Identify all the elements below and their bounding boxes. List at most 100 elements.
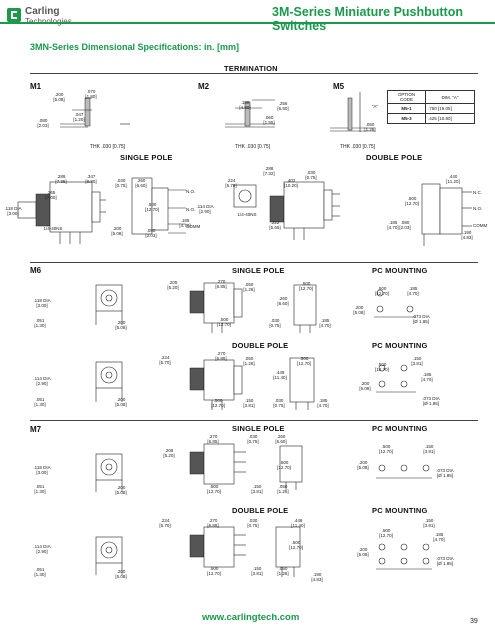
logo-mark-icon	[7, 8, 21, 22]
dim-label: .150 [3.81]	[251, 566, 263, 576]
label-m6: M6	[30, 266, 42, 275]
page-subtitle: 3MN-Series Dimensional Specifications: i…	[30, 42, 240, 52]
dim-label: .030 [0.75]	[269, 318, 281, 328]
terminal-label: N.O.	[186, 189, 196, 194]
dim-label: .200 [5.08]	[53, 92, 65, 102]
dim-label: .080 [2.03]	[37, 118, 49, 128]
label-m7: M7	[30, 425, 42, 434]
double-pole-top-drawing	[233, 184, 257, 208]
dim-label: "A"	[371, 104, 379, 109]
m7-single-end-drawing	[279, 445, 303, 490]
m5-terminal-drawing	[330, 92, 375, 132]
table-row: M5-1 .750 [19.05]	[387, 103, 476, 114]
dim-label: .114 DIA [2.90]	[33, 376, 51, 386]
termination-heading: TERMINATION	[224, 64, 278, 73]
dim-label: .188 [4.80]	[239, 100, 251, 110]
dim-label: .500 [12.70]	[145, 202, 159, 212]
dim-label: .185 [4.70]	[421, 372, 433, 382]
dim-label: .051 [1.30]	[34, 397, 46, 407]
m6-double-drawings	[95, 357, 416, 410]
dim-label: 1/4-40NS	[237, 212, 257, 217]
dim-label: .449 [11.40]	[291, 518, 305, 528]
dim-label: .500 [12.70]	[207, 484, 221, 494]
dim-label: .185 [4.70]	[433, 532, 445, 542]
m6-double-end-drawing	[289, 357, 315, 410]
m7-rule	[30, 420, 478, 421]
dim-label: .051 [1.30]	[34, 318, 46, 328]
dim-label: .080 [2.03]	[399, 220, 411, 230]
dim-label: .150 [3.81]	[423, 444, 435, 454]
dim-label: .030 [0.75]	[305, 170, 317, 180]
dim-label: .118 DIA [3.00]	[33, 465, 51, 475]
m6-single-heading: SINGLE POLE	[232, 266, 285, 275]
dim-label: .030 [0.75]	[247, 518, 259, 528]
dim-label: .200 [5.08]	[115, 320, 127, 330]
dim-label: .150 [3.81]	[251, 484, 263, 494]
double-pole-heading: DOUBLE POLE	[366, 153, 423, 162]
label-m2: M2	[198, 82, 210, 91]
dim-label: .200 [5.08]	[115, 569, 127, 579]
dim-label: .150 [3.81]	[243, 398, 255, 408]
brand-logo: Carling Technologies	[6, 4, 86, 32]
dim-label: .270 [6.85]	[215, 351, 227, 361]
dim-label: .190 [4.83]	[311, 572, 323, 582]
dim-label: .050 [1.26]	[243, 282, 255, 292]
dim-label: .270 [6.85]	[207, 518, 219, 528]
m7-double-pc-heading: PC MOUNTING	[372, 506, 428, 515]
dim-label: .185 [4.70]	[387, 220, 399, 230]
single-pole-side-drawing	[17, 181, 106, 244]
m6-single-drawings	[95, 282, 416, 333]
m7-double-pc-drawing	[376, 543, 432, 570]
dim-label: .114 DIA [2.90]	[33, 544, 51, 554]
dim-label: .270 [6.85]	[215, 279, 227, 289]
dim-label: .185 [4.70]	[317, 398, 329, 408]
m7-single-side-drawing	[189, 443, 246, 485]
dim-label: .080 [2.03]	[145, 228, 157, 238]
dim-label: .500 [12.70]	[299, 281, 313, 291]
dim-label: .114 DIA [2.90]	[196, 204, 214, 214]
m7-front-drawing	[95, 453, 123, 492]
double-pole-front-drawing	[421, 183, 472, 246]
dim-label: .224 [5.70]	[159, 518, 171, 528]
dim-label: .205 [5.20]	[163, 448, 175, 458]
m7-single-pc-heading: PC MOUNTING	[372, 424, 428, 433]
m7-double-side-drawing	[189, 526, 246, 568]
dim-label: .030 [0.75]	[247, 434, 259, 444]
dim-label: .260 [6.60]	[275, 434, 287, 444]
table-cell: M5-3	[387, 113, 426, 124]
dim-label: .200 [5.08]	[357, 460, 369, 470]
thk-label: THK .030 [0.75]	[235, 144, 271, 150]
table-cell: .425 [10.80]	[424, 113, 476, 124]
footer-url[interactable]: www.carlingtech.com	[202, 612, 300, 623]
table-cell: M5-1	[387, 103, 426, 114]
dim-label: .449 [11.40]	[273, 370, 287, 380]
terminal-label: COMM	[473, 223, 488, 228]
dim-label: .288 [7.32]	[263, 166, 275, 176]
label-m1: M1	[30, 82, 42, 91]
terminal-label: N.O.	[186, 207, 196, 212]
dim-label: .073 DIA [Ø 1.85]	[436, 468, 454, 478]
dim-label: .050 [1.26]	[277, 566, 289, 576]
dim-label: .200 [5.08]	[359, 381, 371, 391]
dim-label: .222 [5.65]	[269, 220, 281, 230]
dim-label: .500 [12.70]	[217, 317, 231, 327]
m6-double-pc-heading: PC MOUNTING	[372, 341, 428, 350]
dim-label: .030 [0.75]	[273, 398, 285, 408]
dim-label: .200 [5.08]	[357, 547, 369, 557]
dim-label: .347 [8.80]	[85, 174, 97, 184]
dim-label: .260 [6.60]	[135, 178, 147, 188]
m7-double-front-drawing	[95, 536, 123, 575]
table-header-cell: DIM. "A"	[424, 90, 476, 104]
table-cell: .750 [19.05]	[424, 103, 476, 114]
dim-label: .118 DIA [3.00]	[4, 206, 22, 216]
dim-label: .200 [5.08]	[353, 305, 365, 315]
dim-label: .260 [6.60]	[277, 296, 289, 306]
dim-label: .200 [5.08]	[111, 226, 123, 236]
dim-label: .150 [3.81]	[423, 518, 435, 528]
dim-label: .289 [7.35]	[55, 174, 67, 184]
m6-single-side-drawing	[189, 282, 243, 333]
dim-label: .185 [4.70]	[319, 318, 331, 328]
dim-label: .050 [1.26]	[364, 122, 376, 132]
dim-label: .500 [12.70]	[297, 356, 311, 366]
m6-double-front-drawing	[95, 361, 123, 402]
